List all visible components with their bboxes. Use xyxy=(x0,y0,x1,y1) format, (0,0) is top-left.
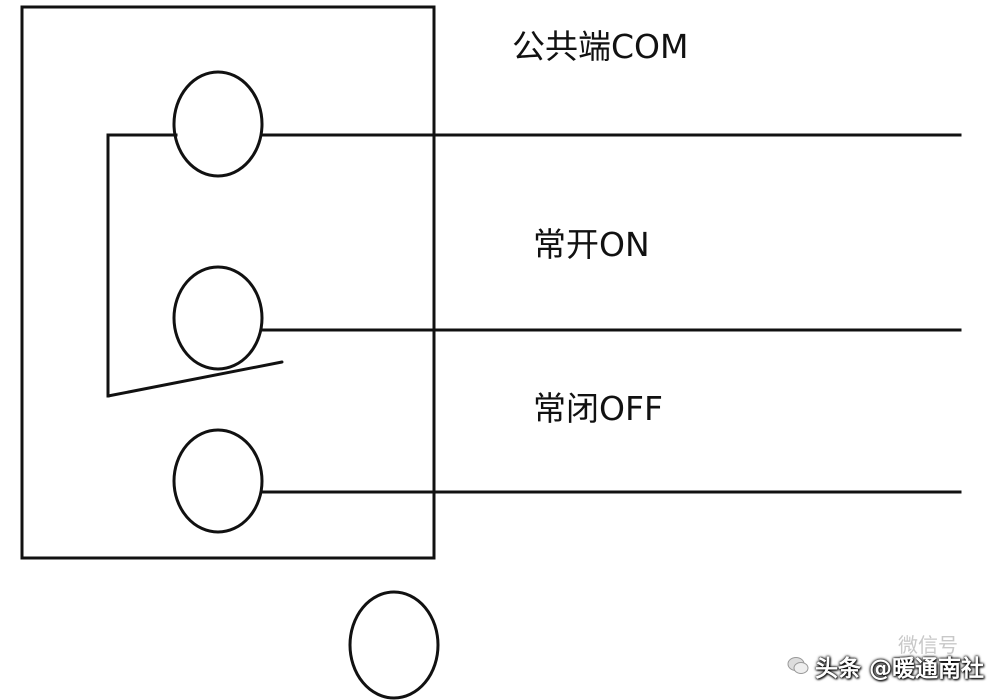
switch-blade xyxy=(106,360,284,398)
terminal-com xyxy=(172,70,264,178)
relay-housing-box xyxy=(20,5,436,560)
coil-circle xyxy=(348,590,440,700)
watermark-faint-text: 微信号 xyxy=(898,633,958,657)
label-normally-closed: 常闭OFF xyxy=(533,389,663,428)
terminal-on xyxy=(172,265,264,371)
watermark: 头条 @暖通南社 xyxy=(787,646,984,686)
label-common-com: 公共端COM xyxy=(512,27,689,66)
terminal-off xyxy=(172,428,264,534)
chat-bubble-icon xyxy=(787,657,809,674)
label-normally-open: 常开ON xyxy=(533,225,650,264)
watermark-text: 头条 @暖通南社 xyxy=(814,656,984,682)
